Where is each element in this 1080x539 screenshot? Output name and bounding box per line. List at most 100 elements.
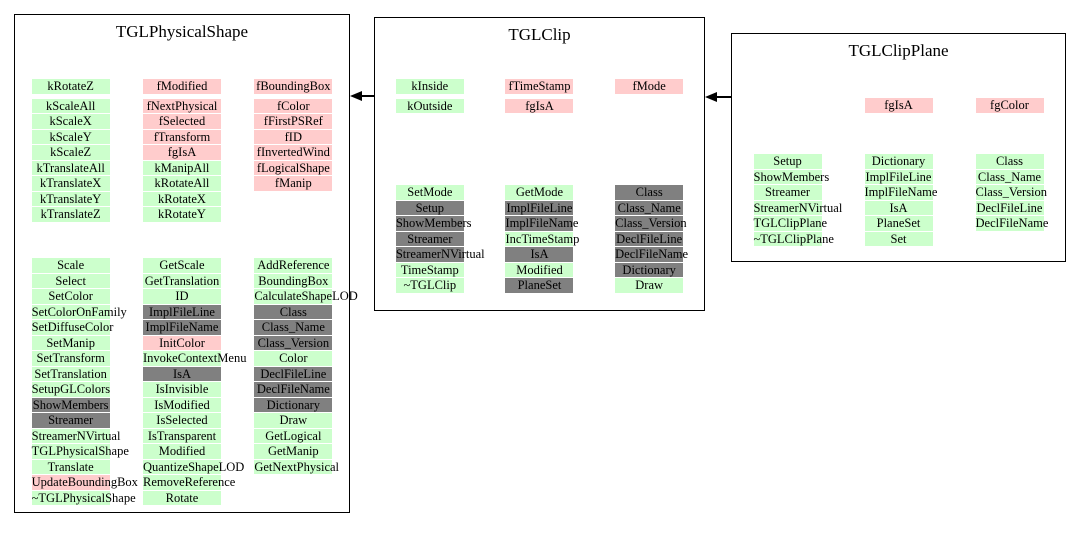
member-cell[interactable]: SetManip [15, 335, 126, 352]
member-cell[interactable]: kTranslateZ [15, 207, 126, 223]
member-cell[interactable]: BoundingBox [238, 273, 349, 290]
member-cell[interactable]: ~TGLClip [375, 278, 485, 294]
member-cell[interactable]: GetScale [126, 258, 237, 274]
member-cell[interactable]: Color [238, 351, 349, 367]
member-cell[interactable]: GetManip [238, 444, 349, 460]
member-cell[interactable]: DeclFileName [238, 382, 349, 398]
member-cell[interactable]: ImplFileName [864, 185, 938, 200]
member-cell[interactable]: kScaleZ [15, 145, 126, 161]
member-cell[interactable]: GetNextPhysical [254, 459, 340, 474]
member-cell[interactable]: ImplFileLine [505, 200, 574, 215]
member-cell[interactable]: GetLogical [238, 428, 349, 445]
member-cell[interactable]: kTranslateX [15, 176, 126, 192]
member-cell[interactable]: Modified [126, 444, 237, 460]
member-cell[interactable]: kTranslateAll [15, 160, 126, 177]
member-cell[interactable]: SetTransform [15, 351, 126, 367]
member-cell[interactable]: IsSelected [126, 413, 237, 429]
member-cell[interactable]: kTranslateY [15, 191, 126, 208]
member-cell[interactable]: TGLClipPlane [753, 216, 828, 231]
member-cell[interactable]: Class [954, 154, 1065, 170]
member-cell[interactable]: PlaneSet [843, 216, 954, 232]
member-cell[interactable]: StreamerNVirtual [31, 428, 121, 443]
member-cell[interactable]: Class_Version [238, 335, 349, 352]
member-cell[interactable]: Class_Version [615, 216, 687, 231]
member-cell[interactable]: UpdateBoundingBox [31, 475, 138, 490]
member-cell[interactable]: fInvertedWind [238, 145, 349, 161]
member-cell[interactable]: Class_Name [238, 320, 349, 336]
member-cell[interactable]: Draw [594, 278, 704, 294]
member-cell[interactable]: CalculateShapeLOD [254, 289, 358, 304]
member-cell[interactable]: fgColor [954, 98, 1065, 114]
member-cell[interactable]: ~TGLClipPlane [753, 231, 834, 246]
member-cell[interactable]: fColor [238, 98, 349, 115]
member-cell[interactable]: ShowMembers [31, 397, 110, 412]
member-cell[interactable]: SetColor [15, 289, 126, 305]
member-cell[interactable]: Rotate [126, 490, 237, 507]
member-cell[interactable]: kManipAll [126, 160, 237, 177]
member-cell[interactable]: ImplFileLine [126, 304, 237, 321]
member-cell[interactable]: IncTimeStamp [505, 231, 580, 246]
member-cell[interactable]: Draw [238, 413, 349, 429]
member-cell[interactable]: IsA [126, 366, 237, 383]
member-cell[interactable]: StreamerNVirtual [753, 200, 843, 215]
member-cell[interactable]: ShowMembers [753, 169, 830, 184]
member-cell[interactable]: kScaleAll [15, 98, 126, 115]
member-cell[interactable]: IsInvisible [126, 382, 237, 398]
member-cell[interactable]: kScaleY [15, 129, 126, 146]
member-cell[interactable]: SetupGLColors [31, 382, 111, 397]
member-cell[interactable]: Class_Name [954, 169, 1065, 186]
member-cell[interactable]: Set [843, 231, 954, 248]
member-cell[interactable]: fManip [238, 176, 349, 192]
member-cell[interactable]: DeclFileName [615, 247, 689, 262]
member-cell[interactable]: Setup [375, 200, 485, 217]
member-cell[interactable]: fID [238, 129, 349, 146]
member-cell[interactable]: fgIsA [843, 98, 954, 114]
member-cell[interactable]: InvokeContextMenu [142, 351, 247, 366]
member-cell[interactable]: kRotateZ [15, 79, 126, 95]
member-cell[interactable]: InitColor [126, 335, 237, 352]
member-cell[interactable]: Streamer [732, 185, 843, 201]
member-cell[interactable]: ~TGLPhysicalShape [31, 490, 136, 505]
member-cell[interactable]: fTimeStamp [485, 79, 595, 95]
member-cell[interactable]: RemoveReference [142, 475, 236, 490]
member-cell[interactable]: IsTransparent [126, 428, 237, 445]
member-cell[interactable]: IsA [843, 200, 954, 217]
member-cell[interactable]: fLogicalShape [238, 160, 349, 177]
member-cell[interactable]: Dictionary [843, 154, 954, 170]
member-cell[interactable]: fgIsA [485, 98, 595, 115]
member-cell[interactable]: ImplFileName [126, 320, 237, 336]
member-cell[interactable]: Select [15, 273, 126, 290]
member-cell[interactable]: ID [126, 289, 237, 305]
member-cell[interactable]: kRotateY [126, 207, 237, 223]
member-cell[interactable]: SetDiffuseColor [31, 320, 114, 335]
member-cell[interactable]: Dictionary [594, 262, 704, 279]
member-cell[interactable]: kRotateX [126, 191, 237, 208]
member-cell[interactable]: ImplFileName [505, 216, 579, 231]
member-cell[interactable]: fModified [126, 79, 237, 95]
member-cell[interactable]: Class_Name [594, 200, 704, 217]
member-cell[interactable]: GetMode [485, 185, 595, 201]
member-cell[interactable]: QuantizeShapeLOD [142, 459, 245, 474]
member-cell[interactable]: fBoundingBox [254, 79, 333, 94]
member-cell[interactable]: Modified [485, 262, 595, 279]
member-cell[interactable]: fFirstPSRef [238, 114, 349, 130]
member-cell[interactable]: IsA [485, 247, 595, 263]
member-cell[interactable]: ImplFileLine [864, 169, 933, 184]
member-cell[interactable]: StreamerNVirtual [395, 247, 485, 262]
member-cell[interactable]: SetMode [375, 185, 485, 201]
member-cell[interactable]: Streamer [375, 231, 485, 248]
member-cell[interactable]: DeclFileName [975, 216, 1049, 231]
member-cell[interactable]: IsModified [126, 397, 237, 414]
member-cell[interactable]: Streamer [15, 413, 126, 429]
member-cell[interactable]: kRotateAll [126, 176, 237, 192]
member-cell[interactable]: fTransform [126, 129, 237, 146]
member-cell[interactable]: GetTranslation [142, 273, 221, 288]
member-cell[interactable]: DeclFileLine [238, 366, 349, 383]
member-cell[interactable]: SetTranslation [15, 366, 126, 383]
member-cell[interactable]: DeclFileLine [615, 231, 684, 246]
member-cell[interactable]: kOutside [375, 98, 485, 115]
member-cell[interactable]: fMode [594, 79, 704, 95]
member-cell[interactable]: Dictionary [238, 397, 349, 414]
member-cell[interactable]: Setup [732, 154, 843, 170]
member-cell[interactable]: PlaneSet [485, 278, 595, 294]
